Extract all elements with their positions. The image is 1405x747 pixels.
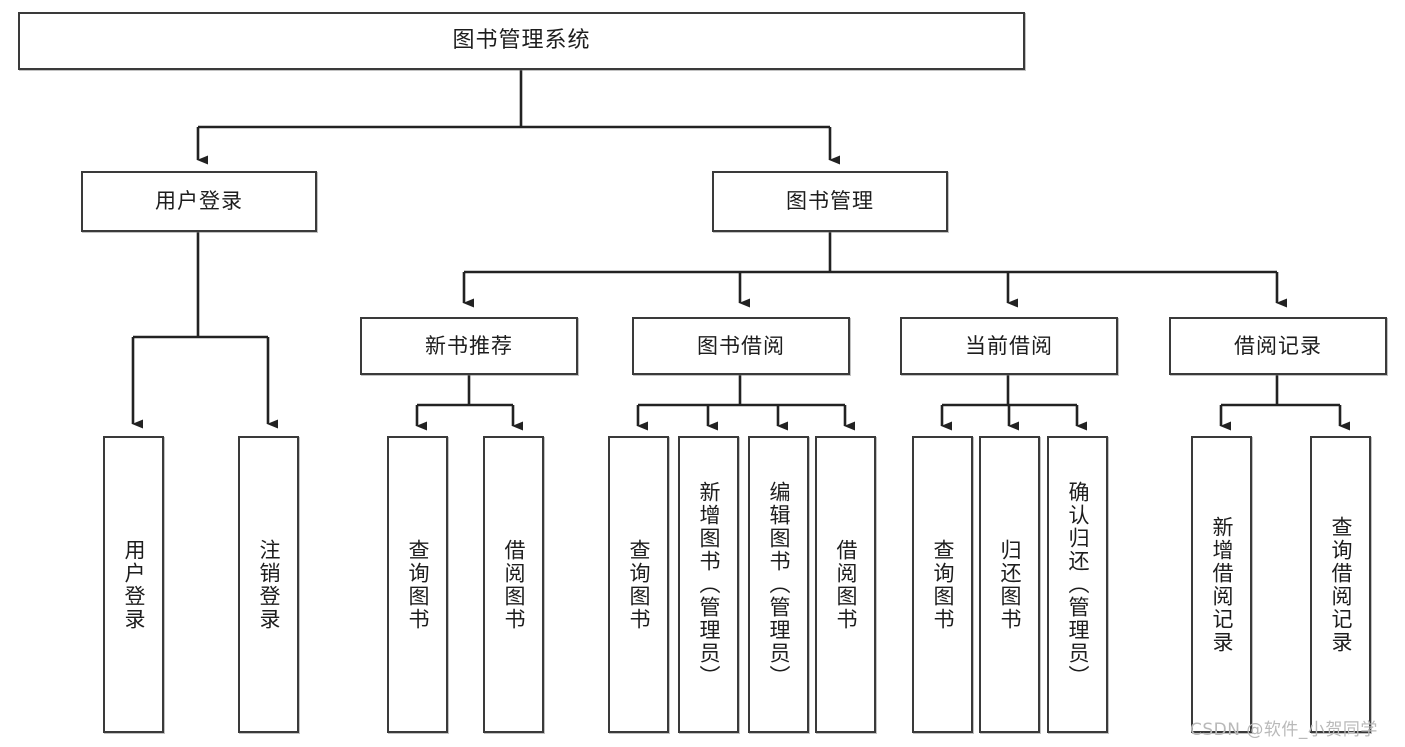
node-current-borrow[interactable]: 当前借阅 (900, 317, 1118, 375)
node-book-manage-label: 图书管理 (786, 189, 874, 214)
csdn-watermark: CSDN @软件_小贺同学 (1190, 720, 1378, 740)
leaf-rec-search[interactable]: 查询借阅记录 (1310, 436, 1371, 733)
node-current-borrow-label: 当前借阅 (965, 333, 1053, 358)
leaf-cur-confirm[interactable]: 确认归还（管理员） (1047, 436, 1108, 733)
node-borrow-record[interactable]: 借阅记录 (1169, 317, 1387, 375)
leaf-borrow-lend-label: 借阅图书 (833, 538, 858, 631)
leaf-rec-search-label: 查询借阅记录 (1328, 515, 1353, 654)
node-root-label: 图书管理系统 (452, 28, 591, 54)
leaf-borrow-query[interactable]: 查询图书 (608, 436, 669, 733)
node-root[interactable]: 图书管理系统 (18, 12, 1025, 70)
leaf-rec-query-label: 查询图书 (405, 538, 430, 631)
leaf-borrow-edit[interactable]: 编辑图书（管理员） (748, 436, 809, 733)
leaf-borrow-add-label: 新增图书（管理员） (696, 481, 721, 688)
leaf-borrow-edit-label: 编辑图书（管理员） (766, 481, 791, 688)
node-new-book-rec-label: 新书推荐 (425, 333, 513, 358)
leaf-rec-add[interactable]: 新增借阅记录 (1191, 436, 1252, 733)
leaf-rec-add-label: 新增借阅记录 (1209, 515, 1234, 654)
leaf-user-login[interactable]: 用户登录 (103, 436, 164, 733)
leaf-borrow-add[interactable]: 新增图书（管理员） (678, 436, 739, 733)
leaf-cur-confirm-label: 确认归还（管理员） (1065, 481, 1090, 688)
node-book-manage[interactable]: 图书管理 (712, 171, 948, 232)
node-book-borrow-label: 图书借阅 (697, 333, 785, 358)
node-new-book-rec[interactable]: 新书推荐 (360, 317, 578, 375)
node-user-login-label: 用户登录 (155, 189, 243, 214)
leaf-user-login-label: 用户登录 (121, 538, 146, 631)
leaf-rec-query[interactable]: 查询图书 (387, 436, 448, 733)
leaf-user-logout[interactable]: 注销登录 (238, 436, 299, 733)
leaf-cur-return-label: 归还图书 (997, 538, 1022, 631)
node-borrow-record-label: 借阅记录 (1234, 333, 1322, 358)
leaf-borrow-query-label: 查询图书 (626, 538, 651, 631)
leaf-cur-query-label: 查询图书 (930, 538, 955, 631)
node-book-borrow[interactable]: 图书借阅 (632, 317, 850, 375)
leaf-cur-query[interactable]: 查询图书 (912, 436, 973, 733)
leaf-cur-return[interactable]: 归还图书 (979, 436, 1040, 733)
leaf-borrow-lend[interactable]: 借阅图书 (815, 436, 876, 733)
leaf-user-logout-label: 注销登录 (256, 538, 281, 631)
leaf-rec-borrow-label: 借阅图书 (501, 538, 526, 631)
leaf-rec-borrow[interactable]: 借阅图书 (483, 436, 544, 733)
node-user-login[interactable]: 用户登录 (81, 171, 317, 232)
